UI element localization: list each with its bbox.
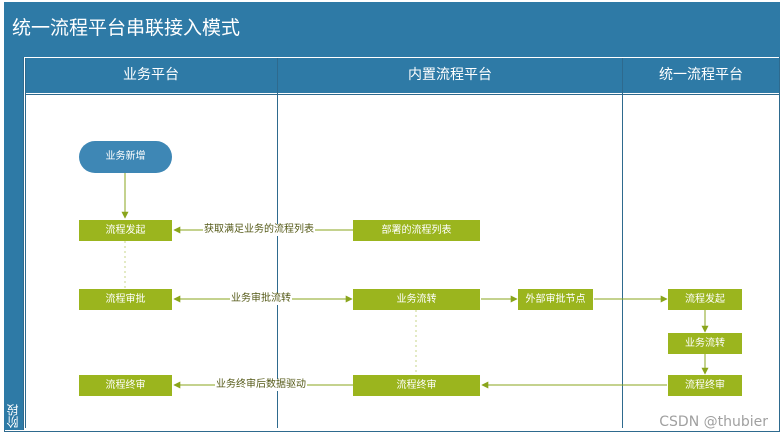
node-external-approval: 外部审批节点 [518, 289, 593, 310]
lane-header-builtin: 内置流程平台 [278, 58, 622, 93]
node-business-create: 业务新增 [79, 141, 172, 173]
lane-divider-left [25, 58, 26, 428]
node-deployed-list: 部署的流程列表 [353, 220, 480, 241]
lane-header-business: 业务平台 [25, 58, 277, 93]
edge-label-get-list: 获取满足业务的流程列表 [203, 224, 315, 236]
edge-label-final-drive: 业务终审后数据驱动 [215, 379, 307, 391]
node-unified-final: 流程终审 [668, 375, 742, 396]
node-inner-flow: 业务流转 [353, 289, 480, 310]
node-inner-final: 流程终审 [353, 375, 480, 396]
lane-divider-1 [277, 58, 278, 428]
lane-header-unified: 统一流程平台 [623, 58, 779, 93]
lane-header-separator [25, 94, 779, 95]
node-business-approve: 流程审批 [79, 289, 172, 310]
lane-divider-2 [622, 58, 623, 428]
edge-label-approve-flow: 业务审批流转 [230, 293, 292, 305]
stage-column: 阶段 [4, 57, 24, 430]
watermark: CSDN @thubier [659, 414, 768, 430]
node-business-final: 流程终审 [79, 375, 172, 396]
diagram-title: 统一流程平台串联接入模式 [4, 2, 780, 57]
node-unified-flow: 业务流转 [668, 333, 742, 354]
node-unified-start: 流程发起 [668, 289, 742, 310]
node-business-start: 流程发起 [79, 220, 172, 241]
